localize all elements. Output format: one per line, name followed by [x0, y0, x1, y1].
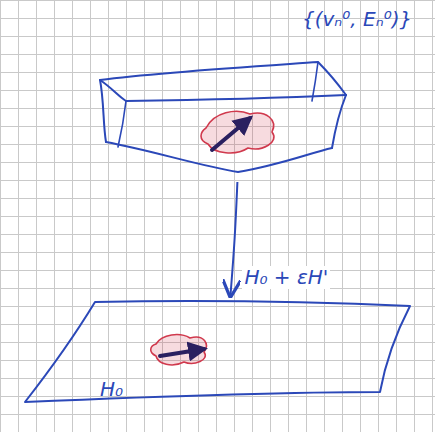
sketch-line [25, 301, 410, 402]
sketch-line [100, 80, 106, 142]
perturbed-hamiltonian-label: H₀ + εH' [242, 266, 330, 289]
unperturbed-space: {(vₙ⁰, Eₙ⁰)} [90, 4, 425, 182]
hamiltonian-label: H₀ [100, 378, 123, 401]
state-arrow [212, 118, 250, 150]
sketch-line [100, 62, 346, 95]
sketch-line [312, 62, 318, 101]
mapping-arrow [230, 182, 237, 296]
sketch-line [100, 80, 346, 101]
state-set-label: {(vₙ⁰, Eₙ⁰)} [302, 8, 412, 31]
sheet-sketch [10, 296, 422, 420]
sketch-line [201, 111, 274, 153]
perturbed-space: H₀ [10, 296, 422, 420]
sketch-line [118, 101, 126, 147]
state-arrow [160, 349, 204, 356]
sketch-line [151, 335, 207, 365]
sketch-line [332, 95, 346, 148]
